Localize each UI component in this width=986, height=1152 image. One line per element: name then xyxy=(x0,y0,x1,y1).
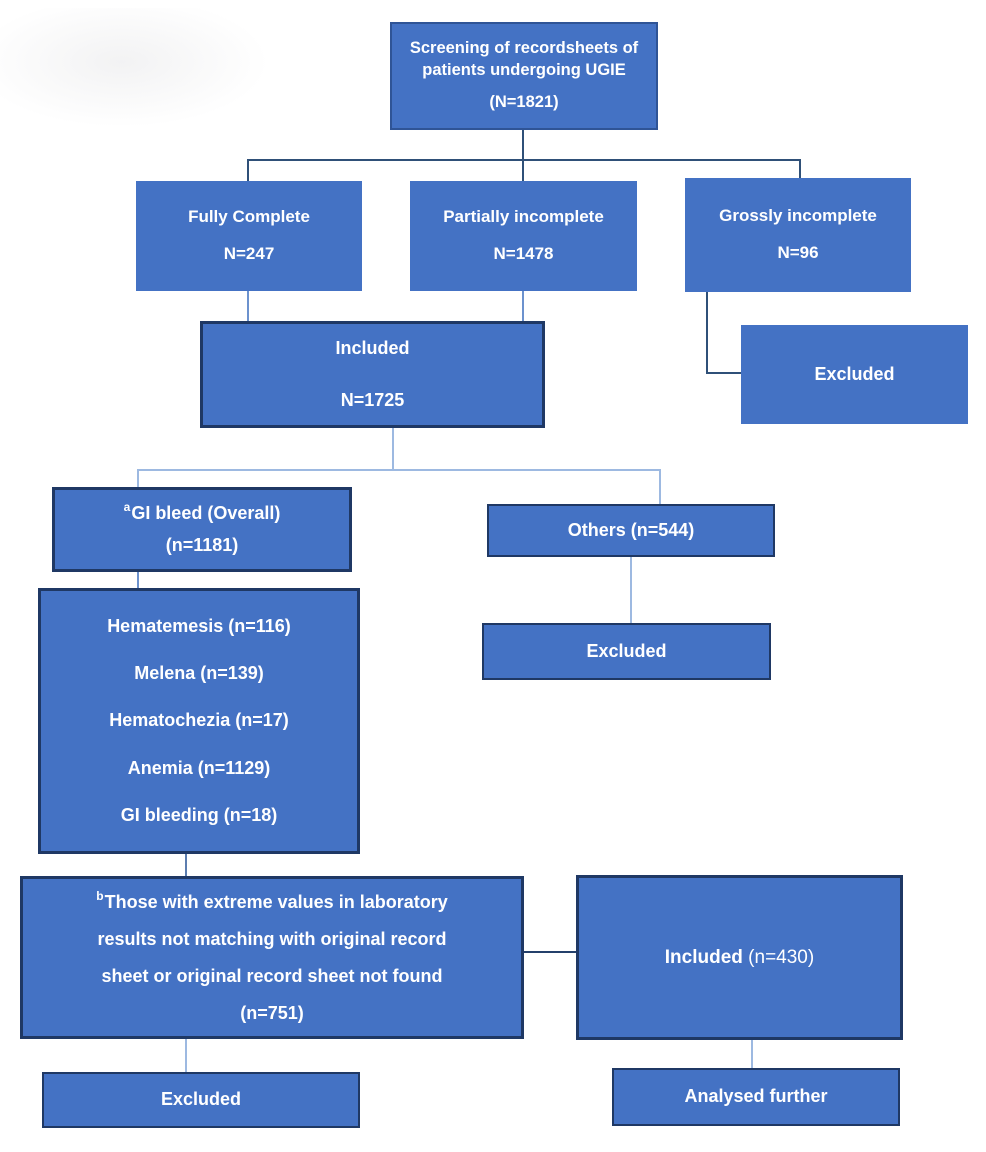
box-gi-bleed: aGI bleed (Overall) (n=1181) xyxy=(52,487,352,572)
box-partially-incomplete: Partially incomplete N=1478 xyxy=(410,181,637,291)
box-fully-complete-count: N=247 xyxy=(223,244,275,263)
box-analysed-further: Analysed further xyxy=(612,1068,900,1126)
box-excluded-others-label: Excluded xyxy=(586,640,667,661)
symptom-hematemesis: Hematemesis (n=116) xyxy=(107,616,291,636)
box-extreme-values-line2: results not matching with original recor… xyxy=(97,928,447,949)
box-included-main: Included N=1725 xyxy=(200,321,545,428)
symptom-hematochezia: Hematochezia (n=17) xyxy=(109,710,289,731)
box-screening-count: (N=1821) xyxy=(489,92,559,111)
box-others-label: Others (n=544) xyxy=(567,519,695,540)
box-excluded-extreme-label: Excluded xyxy=(160,1089,242,1110)
box-grossly-incomplete-count: N=96 xyxy=(777,243,819,262)
box-excluded-grossly: Excluded xyxy=(741,325,968,424)
connector-to-partially-incomplete xyxy=(522,159,524,182)
box-analysed-further-label: Analysed further xyxy=(684,1086,828,1107)
box-excluded-extreme: Excluded xyxy=(42,1072,360,1128)
connector-to-gi-bleed xyxy=(137,469,139,488)
connector-extreme-to-excluded xyxy=(185,1039,187,1073)
box-fully-complete: Fully Complete N=247 xyxy=(136,181,362,291)
symptom-anemia: Anemia (n=1129) xyxy=(127,757,271,778)
connector-to-fully-complete xyxy=(247,159,249,182)
box-excluded-grossly-label: Excluded xyxy=(814,363,895,384)
box-extreme-values: bThose with extreme values in laboratory… xyxy=(20,876,524,1039)
connector-screening-down xyxy=(522,130,524,161)
box-grossly-incomplete: Grossly incomplete N=96 xyxy=(685,178,911,292)
box-partially-incomplete-label: Partially incomplete xyxy=(443,207,604,227)
connector-top-horizontal xyxy=(247,159,801,161)
box-fully-complete-label: Fully Complete xyxy=(188,207,310,227)
symptom-melena: Melena (n=139) xyxy=(134,663,264,684)
scan-artifact xyxy=(0,8,270,128)
box-gi-bleed-count: (n=1181) xyxy=(165,534,239,555)
box-gi-bleed-label: aGI bleed (Overall) xyxy=(123,500,281,524)
box-grossly-incomplete-label: Grossly incomplete xyxy=(719,206,877,226)
box-partially-incomplete-count: N=1478 xyxy=(493,244,554,263)
box-screening: Screening of recordsheets of patients un… xyxy=(390,22,658,130)
connector-to-grossly-incomplete xyxy=(799,159,801,179)
connector-to-others xyxy=(659,469,661,505)
box-screening-line1: Screening of recordsheets of xyxy=(409,39,639,58)
footnote-marker-b: b xyxy=(96,888,104,903)
connector-gibleed-to-symptoms xyxy=(137,572,139,589)
box-included-final-label: Included (n=430) xyxy=(664,946,815,968)
box-extreme-values-count: (n=751) xyxy=(240,1002,304,1023)
connector-included-to-analysed xyxy=(751,1040,753,1069)
box-included-final: Included (n=430) xyxy=(576,875,903,1040)
box-extreme-values-line3: sheet or original record sheet not found xyxy=(101,965,443,986)
connector-included-down xyxy=(392,428,394,471)
connector-split-horizontal xyxy=(137,469,661,471)
box-symptoms: Hematemesis (n=116) Melena (n=139) Hemat… xyxy=(38,588,360,854)
connector-symptoms-to-extreme xyxy=(185,854,187,877)
connector-grossly-to-excluded xyxy=(706,372,742,374)
box-extreme-values-line1: bThose with extreme values in laboratory xyxy=(96,888,448,912)
connector-extreme-to-included xyxy=(523,951,577,953)
symptom-gi-bleeding: GI bleeding (n=18) xyxy=(120,804,278,825)
connector-fully-to-included xyxy=(247,291,249,322)
connector-others-to-excluded xyxy=(630,557,632,624)
footnote-marker-a: a xyxy=(123,500,131,515)
box-included-main-count: N=1725 xyxy=(340,389,405,410)
box-others: Others (n=544) xyxy=(487,504,775,557)
box-excluded-others: Excluded xyxy=(482,623,771,680)
connector-grossly-down xyxy=(706,292,708,374)
box-included-main-label: Included xyxy=(335,338,410,359)
box-screening-line2: patients undergoing UGIE xyxy=(422,61,626,80)
connector-partially-to-included xyxy=(522,291,524,322)
